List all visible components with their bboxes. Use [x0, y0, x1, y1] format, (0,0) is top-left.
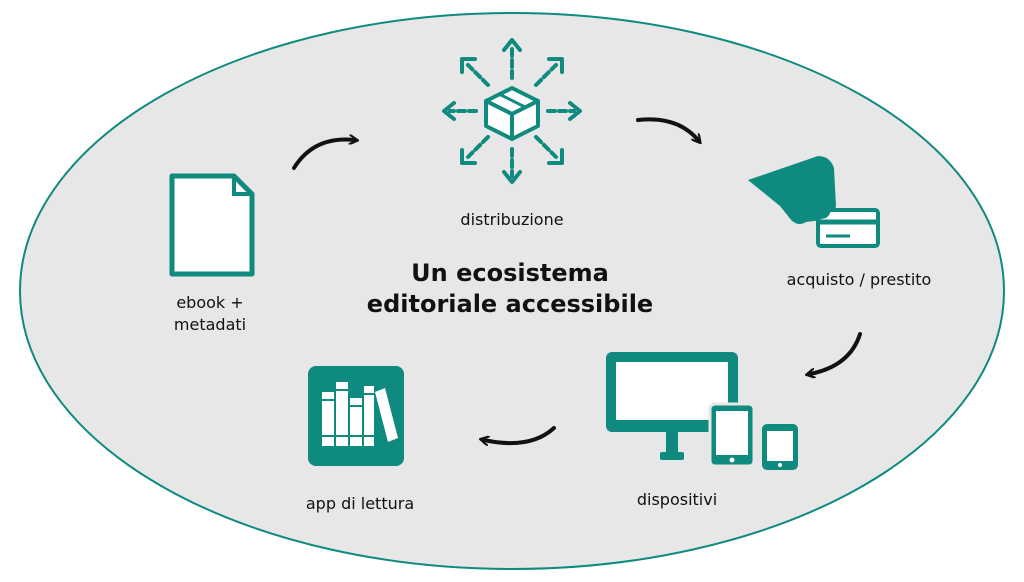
devices-icon — [606, 352, 798, 470]
hand-card-icon — [748, 156, 880, 248]
title-line2: editoriale accessibile — [366, 290, 654, 318]
node-label-ebook: ebook + metadati — [150, 292, 270, 336]
box-distribution-icon — [442, 38, 582, 184]
node-label-dispositivi: dispositivi — [636, 490, 718, 509]
node-label-ebook-line2: metadati — [173, 315, 247, 334]
node-label-app: app di lettura — [305, 494, 415, 513]
arrow-dispositivi-to-app — [484, 426, 556, 443]
node-label-ebook-line1: ebook + — [176, 293, 244, 312]
node-label-acquisto: acquisto / prestito — [786, 270, 932, 289]
arrow-distribuzione-to-acquisto — [636, 117, 698, 140]
arrow-ebook-to-distribuzione — [292, 140, 354, 170]
document-icon — [169, 173, 255, 277]
ecosystem-ellipse — [19, 12, 1005, 570]
node-label-distribuzione: distribuzione — [460, 210, 564, 229]
title-line1: Un ecosistema — [411, 259, 609, 287]
arrow-acquisto-to-dispositivi — [810, 332, 862, 374]
books-app-icon — [308, 366, 404, 466]
diagram-title: Un ecosistema editoriale accessibile — [340, 258, 680, 320]
